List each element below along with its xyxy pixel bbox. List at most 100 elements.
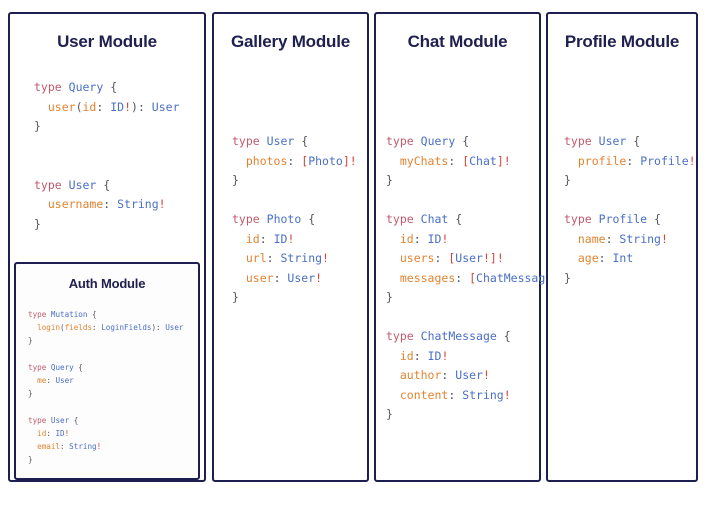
code-token-punc: { [455,134,470,148]
module-card-profile[interactable]: Profile Module type User { profile: Prof… [546,12,698,482]
code-token-punc: } [386,290,393,304]
code-token-punc: : [413,231,428,246]
code-line [28,400,184,413]
code-token-punc: ( [75,99,83,114]
code-token-punc: { [87,310,97,319]
code-token-punc [414,134,421,148]
code-token-keyword: type [386,329,414,343]
code-line: myChats: [Chat]! [386,152,566,172]
code-token-bang: ! [503,153,511,168]
code-token-punc [386,388,400,402]
code-token-typename: User [287,270,316,285]
code-token-typename: LoginFields [101,323,152,333]
code-token-punc [260,134,267,148]
code-token-bang: ! [688,153,696,168]
code-token-typename: Profile [598,212,648,226]
code-line [564,191,696,211]
code-line [34,156,180,176]
code-line: type User { [28,414,184,427]
module-title-profile: Profile Module [564,32,680,51]
code-line: type Profile { [564,210,696,230]
code-token-punc [28,376,37,385]
code-token-punc [232,251,246,265]
code-token-punc: : [46,376,56,386]
code-block-gallery: type User { photos: [Photo]!} type Photo… [232,132,357,308]
code-line: } [386,405,566,425]
code-line: type Chat { [386,210,566,230]
code-line: } [28,387,184,400]
code-token-typename: Query [420,134,456,148]
module-card-gallery[interactable]: Gallery Module type User { photos: [Phot… [212,12,369,482]
code-token-typename: Photo [308,153,343,168]
code-token-punc: { [301,212,316,226]
code-token-punc: } [386,407,393,421]
code-token-bang: ! [441,348,449,363]
code-token-bang: ! [349,153,357,168]
code-token-punc [260,212,267,226]
code-line: } [232,288,357,308]
code-token-field: url [245,251,267,265]
code-line: users: [User!]! [386,249,566,269]
code-token-punc [386,154,400,168]
code-token-typename: User [598,134,627,148]
code-token-field: username [47,197,104,211]
code-token-punc [34,197,48,211]
code-token-punc: { [96,177,111,192]
code-token-bang: ! [287,231,295,246]
code-token-typename: User [55,376,74,386]
module-card-user[interactable]: User Module type Query { user(id: ID!): … [8,12,206,482]
code-token-typename: Mutation [50,310,88,319]
code-line: } [34,215,180,235]
module-card-chat[interactable]: Chat Module type Query { myChats: [Chat]… [374,12,566,482]
module-title-gallery: Gallery Module [230,32,351,51]
code-token-field: photos [245,153,288,168]
code-line [386,308,566,328]
code-line: } [28,453,184,466]
code-token-typename: String [280,251,323,265]
code-line: type Query { [386,132,566,152]
code-token-keyword: type [34,80,62,94]
code-line: type User { [564,132,696,152]
code-token-typename: Photo [266,212,302,226]
code-token-typename: User [455,368,483,382]
code-line: } [386,288,566,308]
code-line: } [232,171,357,191]
code-token-punc [28,323,37,332]
code-line: name: String! [564,230,696,250]
code-token-punc: : [259,231,274,246]
code-token-punc [28,429,37,438]
code-line: } [386,171,566,191]
code-token-bang: ! [503,387,511,402]
code-line: me: User [28,374,184,387]
code-token-typename: ID [427,231,442,246]
code-token-field: fields [64,323,93,333]
code-token-field: profile [577,153,627,168]
code-token-punc: : [266,251,281,265]
code-token-typename: String [69,442,97,452]
code-token-bang: ! [496,251,504,265]
code-line: type User { [34,176,180,196]
code-token-typename: Chat [420,212,449,226]
module-card-auth[interactable]: Auth Module type Mutation { login(fields… [14,262,200,480]
code-token-punc: } [232,173,239,187]
code-line: id: ID! [386,230,566,250]
code-block-auth: type Mutation { login(fields: LoginField… [28,308,184,466]
code-token-bang: ! [482,251,490,265]
code-token-bang: ] [489,251,497,265]
code-token-punc: { [626,134,641,148]
code-token-punc: : [434,251,449,265]
code-line: username: String! [34,195,180,215]
code-token-field: myChats [399,153,449,168]
code-token-punc: { [448,212,463,226]
code-token-bang: ! [64,428,70,438]
module-title-user: User Module [57,32,157,51]
code-token-keyword: type [28,415,47,425]
code-token-bang: [ [301,153,309,168]
code-token-typename: User [68,177,97,192]
code-token-typename: User [165,323,184,333]
code-token-bang: ! [660,231,668,246]
code-token-punc: } [28,389,33,399]
code-token-bang: [ [448,251,456,265]
code-token-bang: ! [482,368,490,382]
code-token-punc: : [448,153,463,168]
